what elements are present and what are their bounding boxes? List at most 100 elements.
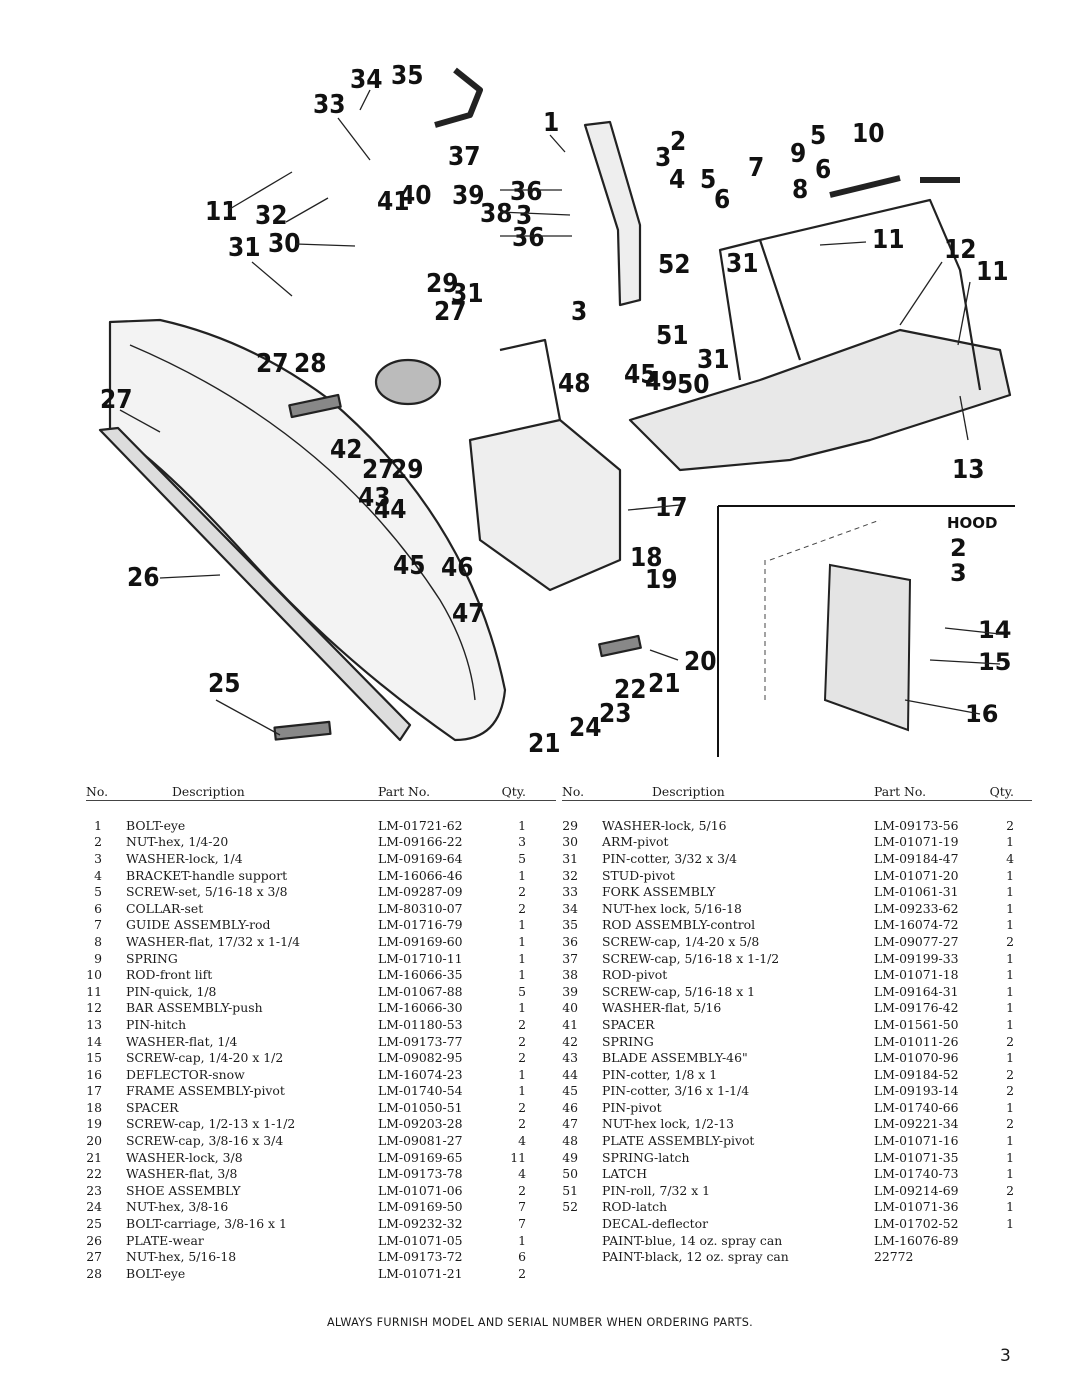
item-quantity: 2 — [518, 1116, 526, 1132]
item-quantity: 1 — [1006, 1050, 1014, 1066]
item-part-number: LM-01710-11 — [378, 950, 463, 966]
item-part-number: LM-09173-77 — [378, 1033, 463, 1049]
item-description: NUT-hex, 5/16-18 — [126, 1249, 237, 1265]
item-description: DECAL-deflector — [602, 1216, 708, 1232]
item-description: PAINT-black, 12 oz. spray can — [602, 1249, 789, 1265]
item-description: SPACER — [126, 1099, 179, 1115]
item-number: 8 — [94, 933, 102, 949]
item-quantity: 2 — [1006, 817, 1014, 833]
item-quantity: 1 — [1006, 1149, 1014, 1165]
item-quantity: 4 — [518, 1166, 526, 1182]
callout-label: 14 — [978, 616, 1011, 644]
callout-label: 28 — [294, 349, 327, 379]
callout-label: 27 — [100, 385, 133, 415]
item-number: 19 — [86, 1116, 102, 1132]
handle-bracket-drawing — [583, 120, 642, 307]
item-description: DEFLECTOR-snow — [126, 1066, 245, 1082]
item-quantity: 2 — [518, 1050, 526, 1066]
item-description: PAINT-blue, 14 oz. spray can — [602, 1232, 783, 1248]
callout-label: 43 — [358, 483, 391, 513]
item-description: BOLT-carriage, 3/8-16 x 1 — [126, 1216, 287, 1232]
item-quantity: 7 — [518, 1199, 526, 1215]
item-quantity: 1 — [1006, 1216, 1014, 1232]
item-description: ROD-front lift — [126, 967, 213, 983]
item-description: PIN-pivot — [602, 1099, 662, 1115]
callout-label: 38 — [480, 199, 513, 229]
item-part-number: LM-09221-34 — [874, 1116, 959, 1132]
item-quantity: 2 — [518, 1016, 526, 1032]
callout-label: 5 — [810, 121, 826, 151]
item-quantity: 1 — [518, 867, 526, 883]
item-description: BAR ASSEMBLY-push — [126, 1000, 263, 1016]
item-number: 47 — [562, 1116, 578, 1132]
item-quantity: 2 — [518, 1099, 526, 1115]
item-quantity: 11 — [510, 1149, 526, 1165]
item-description: BOLT-eye — [126, 817, 186, 833]
hood-inset: HOOD 2 3 14 15 16 — [717, 505, 1015, 757]
callout-label: 48 — [558, 369, 591, 399]
callout-label: 8 — [792, 175, 808, 205]
item-number: 31 — [562, 850, 578, 866]
item-quantity: 1 — [1006, 1166, 1014, 1182]
item-part-number: LM-09203-28 — [378, 1116, 463, 1132]
ordering-note: ALWAYS FURNISH MODEL AND SERIAL NUMBER W… — [326, 1316, 754, 1329]
item-description: WASHER-lock, 3/8 — [126, 1149, 243, 1165]
item-part-number: LM-80310-07 — [378, 900, 463, 916]
header-part-no: Part No. — [874, 783, 927, 799]
callout-label: 40 — [399, 181, 432, 211]
item-part-number: LM-09199-33 — [874, 950, 959, 966]
item-part-number: LM-09184-52 — [874, 1066, 959, 1082]
item-description: PIN-cotter, 3/32 x 3/4 — [602, 850, 738, 866]
header-qty: Qty. — [501, 783, 526, 799]
item-number: 4 — [94, 867, 102, 883]
item-quantity: 1 — [1006, 967, 1014, 983]
callout-label: 10 — [852, 119, 885, 149]
item-number: 16 — [86, 1066, 102, 1082]
item-number: 33 — [562, 884, 578, 900]
item-number: 27 — [86, 1249, 102, 1265]
item-description: SCREW-set, 5/16-18 x 3/8 — [126, 884, 288, 900]
item-part-number: LM-16066-35 — [378, 967, 463, 983]
callout-label: 36 — [512, 223, 545, 253]
item-description: ROD-pivot — [602, 967, 668, 983]
callout-numbers: 34 35 33 1 2 3 5 10 9 6 7 8 37 4 5 6 11 … — [100, 61, 1009, 759]
item-part-number: LM-09173-56 — [874, 817, 959, 833]
callout-label: 1 — [543, 108, 559, 138]
callout-label: 42 — [330, 435, 363, 465]
item-quantity: 1 — [1006, 1000, 1014, 1016]
item-description: WASHER-lock, 5/16 — [602, 817, 727, 833]
blade-assembly-drawing — [108, 318, 507, 742]
item-quantity: 1 — [518, 1083, 526, 1099]
item-description: BRACKET-handle support — [126, 867, 288, 883]
callout-label: 17 — [655, 493, 688, 523]
item-description: WASHER-flat, 3/8 — [126, 1166, 238, 1182]
callout-label: 27 — [362, 455, 395, 485]
item-number: 15 — [86, 1050, 102, 1066]
item-description: LATCH — [602, 1166, 648, 1182]
item-part-number: LM-16074-23 — [378, 1066, 463, 1082]
item-quantity: 1 — [1006, 1099, 1014, 1115]
item-description: FORK ASSEMBLY — [602, 884, 716, 900]
callout-label: 34 — [350, 65, 383, 95]
callout-label: 31 — [228, 233, 261, 263]
